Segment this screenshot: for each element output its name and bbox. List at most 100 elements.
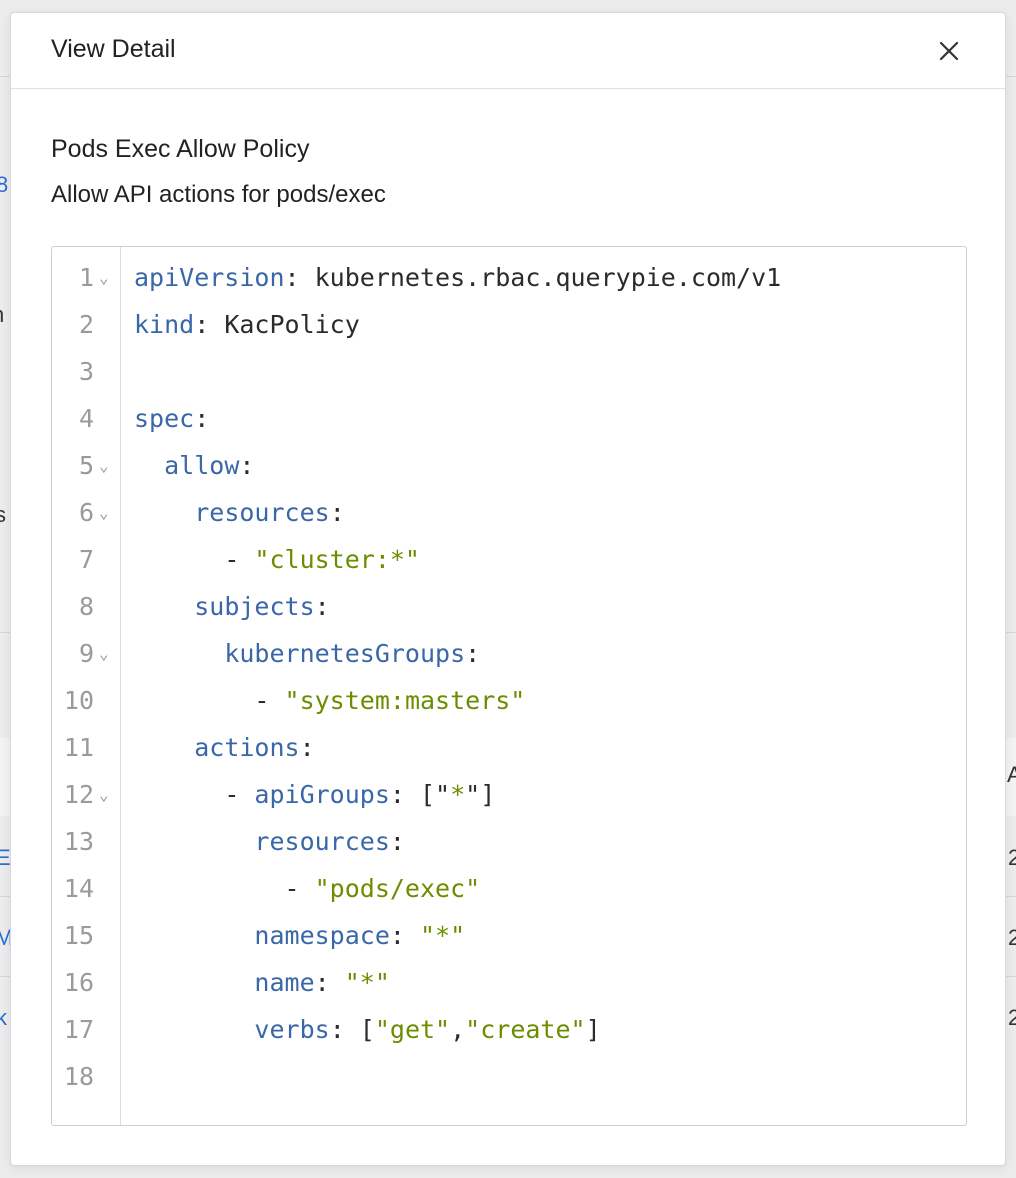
close-icon — [939, 41, 959, 61]
line-number-gutter — [52, 247, 121, 1125]
code-text: - "system:masters" — [134, 677, 525, 724]
code-text: namespace: "*" — [134, 912, 465, 959]
code-key: resources — [194, 498, 330, 527]
bg-link-fragment[interactable]: k — [0, 1005, 7, 1030]
bg-divider — [0, 976, 10, 977]
code-string: "pods/exec" — [314, 874, 481, 903]
code-indent — [134, 921, 254, 950]
code-punctuation: : — [465, 639, 481, 668]
code-key: verbs — [254, 1015, 330, 1044]
line-number: 13 — [63, 827, 94, 856]
bg-divider — [1006, 896, 1016, 897]
code-line: 3 — [52, 348, 966, 395]
code-indent — [134, 733, 194, 762]
code-key: resources — [254, 827, 390, 856]
code-text: kubernetesGroups: — [134, 630, 480, 677]
code-text: verbs: ["get","create"] — [134, 1006, 601, 1053]
code-indent — [134, 639, 224, 668]
code-line: 12⌄ - apiGroups: ["*"] — [52, 771, 966, 818]
fold-chevron-icon[interactable]: ⌄ — [99, 503, 109, 522]
code-line: 15 namespace: "*" — [52, 912, 966, 959]
code-indent — [134, 686, 254, 715]
line-number: 5 — [78, 451, 94, 480]
code-punctuation: : — [329, 498, 345, 527]
code-key: namespace — [254, 921, 390, 950]
code-line: 14 - "pods/exec" — [52, 865, 966, 912]
code-text: - "pods/exec" — [134, 865, 481, 912]
fold-chevron-icon[interactable]: ⌄ — [99, 644, 109, 663]
bg-link-fragment[interactable]: M — [0, 925, 14, 950]
fold-chevron-icon[interactable]: ⌄ — [99, 785, 109, 804]
code-string: "*" — [420, 921, 466, 950]
code-text: name: "*" — [134, 959, 389, 1006]
line-number: 10 — [63, 686, 94, 715]
code-punctuation: : — [389, 921, 420, 950]
code-key: allow — [164, 451, 240, 480]
line-number: 9 — [78, 639, 94, 668]
code-punctuation: : [" — [389, 780, 451, 809]
modal-header: View Detail — [11, 13, 1005, 89]
code-punctuation: : KacPolicy — [194, 310, 360, 339]
bg-column-header-fragment: A — [1007, 762, 1016, 787]
code-indent — [134, 1015, 254, 1044]
bg-text-fragment: n — [0, 302, 4, 328]
line-number: 8 — [78, 592, 94, 621]
code-punctuation: ] — [585, 1015, 601, 1044]
bg-divider — [0, 632, 10, 633]
code-key: kind — [134, 310, 195, 339]
line-number: 17 — [63, 1015, 94, 1044]
view-detail-modal: View Detail Pods Exec Allow Policy Allow… — [10, 12, 1006, 1166]
code-string: "system:masters" — [284, 686, 526, 715]
bg-link-fragment[interactable]: E — [0, 845, 11, 870]
code-text: allow: — [134, 442, 254, 489]
code-string: * — [450, 780, 466, 809]
code-punctuation: : kubernetes.rbac.querypie.com/v1 — [284, 263, 782, 292]
line-number: 1 — [78, 263, 94, 292]
code-line: 1 ⌄ apiVersion: kubernetes.rbac.querypie.c… — [52, 254, 966, 301]
code-key: name — [254, 968, 315, 997]
code-text: resources: — [134, 489, 345, 536]
code-punctuation: : [ — [329, 1015, 375, 1044]
code-key: apiVersion — [134, 263, 285, 292]
code-indent — [134, 592, 194, 621]
line-number: 11 — [63, 733, 94, 762]
bg-table-header — [1006, 738, 1016, 816]
bg-divider — [0, 76, 10, 77]
code-punctuation: : — [194, 404, 210, 433]
modal-title: View Detail — [51, 35, 176, 63]
code-line: 10 - "system:masters" — [52, 677, 966, 724]
line-number: 7 — [78, 545, 94, 574]
code-text: apiVersion: kubernetes.rbac.querypie.com… — [134, 254, 781, 301]
code-indent — [134, 874, 285, 903]
bg-divider — [0, 896, 10, 897]
code-string: "get" — [374, 1015, 451, 1044]
code-editor[interactable]: 1 ⌄ apiVersion: kubernetes.rbac.querypie.c… — [51, 246, 967, 1126]
code-text: subjects: — [134, 583, 330, 630]
fold-chevron-icon[interactable]: ⌄ — [99, 456, 109, 475]
code-punctuation: : — [314, 592, 330, 621]
fold-chevron-icon[interactable]: ⌄ — [99, 268, 109, 287]
line-number: 18 — [63, 1062, 94, 1091]
code-indent — [134, 545, 224, 574]
code-punctuation: - — [224, 545, 255, 574]
code-text: spec: — [134, 395, 209, 442]
line-number: 16 — [63, 968, 94, 997]
bg-text-fragment: 2 — [1008, 1005, 1016, 1030]
code-key: spec — [134, 404, 195, 433]
policy-description: Allow API actions for pods/exec — [51, 181, 386, 208]
code-string: "cluster:*" — [254, 545, 420, 574]
close-button[interactable] — [935, 37, 963, 65]
bg-link-fragment[interactable]: 8 — [0, 172, 9, 197]
code-punctuation: : — [314, 968, 345, 997]
code-punctuation: "] — [465, 780, 496, 809]
code-line: 5 ⌄ allow: — [52, 442, 966, 489]
code-line: 6⌄ resources: — [52, 489, 966, 536]
bg-text-fragment: s — [0, 502, 6, 527]
line-number: 12 — [63, 780, 94, 809]
code-text: resources: — [134, 818, 405, 865]
code-key: actions — [194, 733, 300, 762]
code-punctuation: - — [224, 780, 255, 809]
line-number: 3 — [78, 357, 94, 386]
code-line: 18 — [52, 1053, 966, 1100]
